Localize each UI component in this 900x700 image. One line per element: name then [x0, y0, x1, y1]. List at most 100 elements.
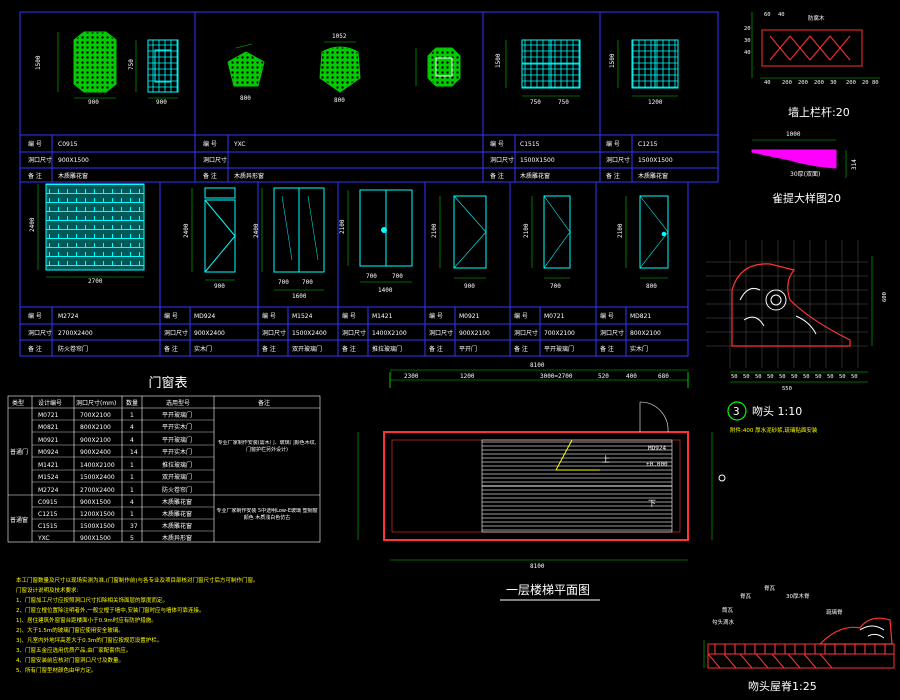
svg-text:40: 40	[778, 12, 785, 18]
svg-text:1400X2100: 1400X2100	[80, 462, 115, 469]
dim: 700	[302, 279, 313, 286]
svg-text:900X2400: 900X2400	[80, 449, 111, 456]
dim: 2100	[523, 223, 530, 238]
svg-text:脊瓦: 脊瓦	[740, 592, 752, 600]
svg-text:编 号: 编 号	[28, 312, 42, 320]
svg-text:200: 200	[814, 80, 824, 86]
dim: 1500	[35, 55, 42, 70]
door-code: M1421	[372, 313, 393, 320]
svg-text:1200X1500: 1200X1500	[80, 511, 115, 518]
svg-text:实木门: 实木门	[194, 345, 212, 353]
svg-text:900X2400: 900X2400	[194, 330, 225, 337]
window-c1515-elevation	[505, 39, 581, 97]
svg-text:50: 50	[755, 374, 762, 380]
svg-text:数量: 数量	[126, 399, 138, 407]
svg-text:备 注: 备 注	[490, 172, 504, 180]
ridge-ornament-detail	[706, 240, 873, 383]
svg-text:脊瓦: 脊瓦	[764, 584, 776, 592]
svg-text:平开实木门: 平开实木门	[162, 423, 192, 431]
door-code: M1524	[292, 313, 313, 320]
svg-text:1200: 1200	[460, 373, 475, 380]
svg-text:编 号: 编 号	[514, 312, 528, 320]
svg-text:1: 1	[130, 462, 134, 469]
dim: 2100	[431, 223, 438, 238]
svg-text:备 注: 备 注	[600, 345, 614, 353]
svg-text:M0821: M0821	[38, 424, 59, 431]
svg-text:备 注: 备 注	[606, 172, 620, 180]
svg-text:编 号: 编 号	[28, 140, 42, 148]
svg-text:类型: 类型	[12, 399, 24, 407]
svg-text:3000=2700: 3000=2700	[540, 373, 573, 380]
dim: 2400	[253, 223, 260, 238]
svg-text:30: 30	[830, 80, 837, 86]
svg-text:520: 520	[598, 373, 609, 380]
svg-text:50: 50	[851, 374, 858, 380]
railing-note: 防腐木	[808, 14, 825, 22]
stair-down-label: 下	[648, 499, 656, 508]
svg-text:备 注: 备 注	[262, 345, 276, 353]
svg-text:50: 50	[767, 374, 774, 380]
svg-text:编 号: 编 号	[600, 312, 614, 320]
svg-text:900X2100: 900X2100	[80, 437, 111, 444]
svg-text:木质雕花窗: 木质雕花窗	[162, 498, 192, 506]
svg-text:314: 314	[851, 159, 858, 170]
svg-text:2、门窗立樘位置除注明者外,一般立樘于墙中,安装门窗时应与墙: 2、门窗立樘位置除注明者外,一般立樘于墙中,安装门窗时应与墙体可靠连接。	[16, 606, 205, 614]
dim: 700	[278, 279, 289, 286]
svg-text:2300: 2300	[404, 373, 419, 380]
ridge-title: 吻头 1:10	[752, 405, 802, 418]
svg-text:30: 30	[744, 38, 751, 44]
dim: 1200	[648, 99, 663, 106]
svg-text:400: 400	[626, 373, 637, 380]
svg-text:备 注: 备 注	[342, 345, 356, 353]
svg-text:编 号: 编 号	[342, 312, 356, 320]
svg-text:备 注: 备 注	[514, 345, 528, 353]
door-window-schedule	[7, 395, 321, 543]
window-type-label: 普通窗	[10, 516, 28, 524]
svg-text:编 号: 编 号	[490, 140, 504, 148]
dim: 800	[334, 97, 345, 104]
ridge-dims: 600 50 50 50 50 50 50 50 50 50 50 50 550	[731, 292, 888, 392]
door-m0721-elevation	[531, 195, 571, 279]
dim: 700	[366, 273, 377, 280]
svg-text:木质雕花窗: 木质雕花窗	[58, 172, 88, 180]
svg-text:900X1500: 900X1500	[80, 535, 111, 542]
svg-text:900X1500: 900X1500	[58, 157, 89, 164]
svg-text:3)、凡室内外地坪高差大于0.3m的门窗应按规范设置护栏。: 3)、凡室内外地坪高差大于0.3m的门窗应按规范设置护栏。	[16, 636, 162, 644]
svg-text:M1421: M1421	[38, 462, 59, 469]
dim: 750	[128, 59, 135, 70]
svg-text:2700X2400: 2700X2400	[80, 487, 115, 494]
dim: 750	[558, 99, 569, 106]
svg-text:备 注: 备 注	[28, 345, 42, 353]
window-code: C1215	[638, 141, 658, 148]
svg-text:1500X1500: 1500X1500	[80, 523, 115, 530]
svg-text:洞口尺寸: 洞口尺寸	[164, 329, 188, 337]
svg-text:4: 4	[130, 499, 134, 506]
ridge-note: 附件:400 厚水泥砂浆,琉璃贴面安装	[730, 426, 818, 434]
dim: 1500	[495, 53, 502, 68]
svg-text:50: 50	[779, 374, 786, 380]
svg-text:洞口尺寸: 洞口尺寸	[262, 329, 286, 337]
svg-text:推拉玻璃门: 推拉玻璃门	[372, 345, 402, 353]
svg-text:1: 1	[130, 487, 134, 494]
svg-text:洞口尺寸: 洞口尺寸	[342, 329, 366, 337]
svg-text:4: 4	[130, 424, 134, 431]
dim: 2400	[183, 223, 190, 238]
svg-text:YXC: YXC	[37, 535, 50, 542]
roof-title: 吻头屋脊1:25	[748, 679, 817, 693]
svg-text:平开玻璃门: 平开玻璃门	[544, 345, 574, 353]
svg-text:600: 600	[882, 292, 888, 302]
svg-text:洞口尺寸: 洞口尺寸	[28, 156, 52, 164]
svg-text:洞口尺寸(mm): 洞口尺寸(mm)	[76, 399, 116, 407]
svg-text:1500X1500: 1500X1500	[638, 157, 673, 164]
svg-text:800X2100: 800X2100	[80, 424, 111, 431]
svg-text:M0721: M0721	[38, 412, 59, 419]
svg-text:洞口尺寸: 洞口尺寸	[429, 329, 453, 337]
door-md924-elevation	[191, 187, 236, 281]
svg-text:备 注: 备 注	[429, 345, 443, 353]
dim: 700	[550, 283, 561, 290]
svg-text:3、门窗五金应选用优质产品,由厂家配套供应。: 3、门窗五金应选用优质产品,由厂家配套供应。	[16, 646, 131, 654]
stair-bottom-dim: 8100	[530, 563, 545, 570]
svg-text:4: 4	[130, 437, 134, 444]
svg-text:20: 20	[862, 80, 869, 86]
svg-text:双开玻璃门: 双开玻璃门	[292, 345, 322, 353]
